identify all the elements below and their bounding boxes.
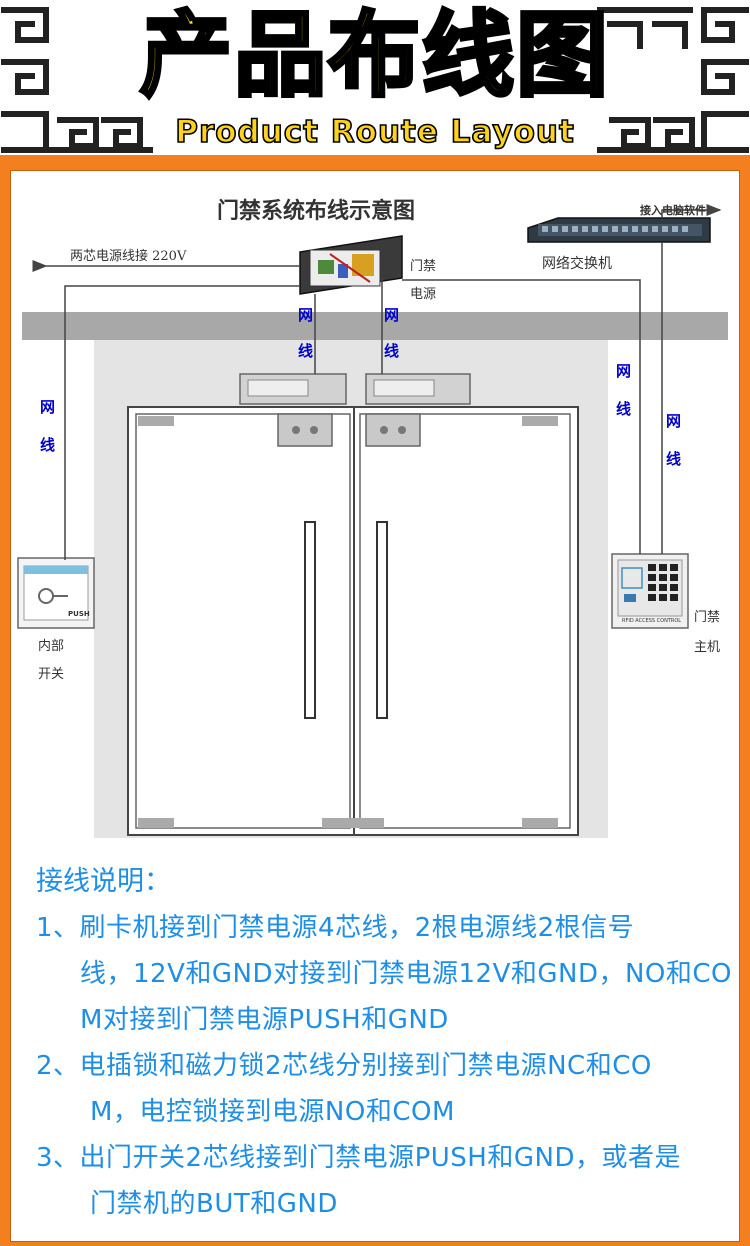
inner-switch-label-1: 内部 xyxy=(38,638,64,654)
controller-label-2: 主机 xyxy=(694,640,720,655)
double-glass-door xyxy=(127,406,579,836)
cable-label-char-1: 网 xyxy=(616,362,631,380)
network-switch xyxy=(527,217,711,243)
exit-button-text: PUSH xyxy=(68,610,90,618)
diagram-title: 门禁系统布线示意图 xyxy=(217,198,415,224)
inner-switch-label-2: 开关 xyxy=(38,667,64,682)
cable-label-char-1: 网 xyxy=(384,306,399,324)
door-handle-right xyxy=(376,521,388,719)
instructions-heading: 接线说明： xyxy=(36,866,171,897)
wiring-diagram: PUSH RFID ACCESS CONTROL xyxy=(17,198,728,838)
cable-label-char-2: 线 xyxy=(298,342,313,360)
cable-label-char-1: 网 xyxy=(40,398,55,416)
rfid-icon xyxy=(621,567,643,589)
power-supply-label-2: 电源 xyxy=(410,287,436,302)
instruction-line: M，电控锁接到电源NO和COM xyxy=(90,1097,455,1127)
instruction-line: 1、刷卡机接到门禁电源4芯线，2根电源线2根信号 xyxy=(36,913,635,943)
instruction-line: 3、出门开关2芯线接到门禁电源PUSH和GND，或者是 xyxy=(36,1143,681,1173)
switch-label: 网络交换机 xyxy=(542,255,612,272)
wiring-lines xyxy=(32,204,722,560)
electric-bolt-locks xyxy=(239,373,471,447)
controller-label-1: 门禁 xyxy=(694,610,720,625)
exit-push-button: PUSH xyxy=(17,557,95,629)
cable-label-char-2: 线 xyxy=(616,400,631,418)
cable-label-char-1: 网 xyxy=(298,306,313,324)
pc-software-label: 接入电脑软件 xyxy=(640,203,706,217)
fret-border-decoration xyxy=(1,7,749,153)
instruction-line: 2、电插锁和磁力锁2芯线分别接到门禁电源NC和CO xyxy=(36,1051,652,1081)
instruction-line: 线，12V和GND对接到门禁电源12V和GND，NO和CO xyxy=(80,959,733,989)
header-title: 产品布线图 xyxy=(138,2,610,109)
cable-label-char-1: 网 xyxy=(666,412,681,430)
cable-label-char-2: 线 xyxy=(384,342,399,360)
power-line-label: 两芯电源线接 220V xyxy=(70,248,187,264)
power-supply-label-1: 门禁 xyxy=(410,259,436,274)
access-power-supply xyxy=(299,235,403,295)
cable-label-char-2: 线 xyxy=(666,450,681,468)
header-banner: 产品布线图 Product Route Layout xyxy=(0,0,750,155)
cable-label-char-2: 线 xyxy=(40,436,55,454)
instruction-line: 门禁机的BUT和GND xyxy=(90,1189,338,1219)
door-handle-left xyxy=(304,521,316,719)
reader-text: RFID ACCESS CONTROL xyxy=(622,618,681,624)
header-subtitle: Product Route Layout xyxy=(174,113,575,151)
access-card-reader: RFID ACCESS CONTROL xyxy=(611,553,689,629)
ceiling-beam xyxy=(22,312,728,340)
network-cable-labels: 网 线 网 线 网 线 网 线 网 线 xyxy=(40,306,681,468)
instruction-line: M对接到门禁电源PUSH和GND xyxy=(80,1005,449,1035)
